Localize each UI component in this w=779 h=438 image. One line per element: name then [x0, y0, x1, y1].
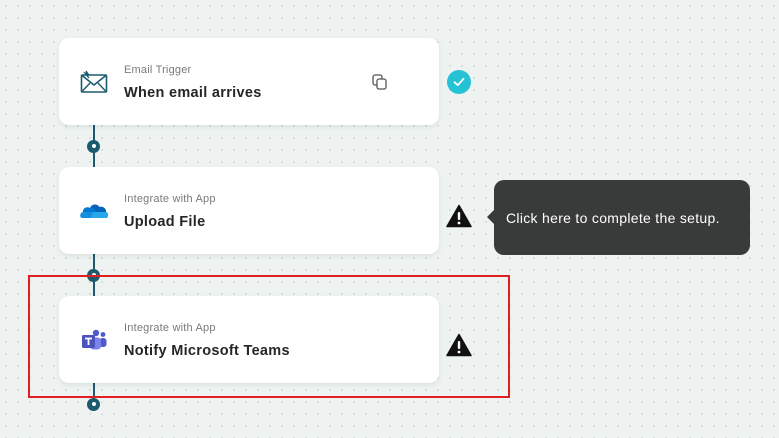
add-step-button[interactable]: [87, 397, 100, 411]
step-category: Integrate with App: [124, 322, 216, 334]
step-category: Email Trigger: [124, 64, 192, 76]
step-card-upload-file[interactable]: Integrate with App Upload File: [59, 167, 439, 254]
warning-icon[interactable]: [446, 333, 472, 357]
tooltip-text: Click here to complete the setup.: [506, 209, 720, 226]
complete-check-icon: [447, 70, 471, 94]
onedrive-icon: [79, 196, 109, 226]
step-card-notify-teams[interactable]: Integrate with App Notify Microsoft Team…: [59, 296, 439, 383]
connector-line: [92, 383, 95, 399]
step-title: Notify Microsoft Teams: [124, 343, 290, 359]
warning-icon[interactable]: [446, 204, 472, 228]
step-title: When email arrives: [124, 85, 262, 101]
step-title: Upload File: [124, 214, 206, 230]
step-card-email-trigger[interactable]: Email Trigger When email arrives: [59, 38, 439, 125]
setup-tooltip: Click here to complete the setup.: [487, 180, 750, 255]
add-step-button[interactable]: [87, 268, 100, 282]
add-step-button[interactable]: [87, 139, 100, 153]
microsoft-teams-icon: [79, 325, 109, 355]
step-category: Integrate with App: [124, 193, 216, 205]
email-icon: [79, 67, 109, 97]
copy-icon[interactable]: [371, 73, 389, 91]
